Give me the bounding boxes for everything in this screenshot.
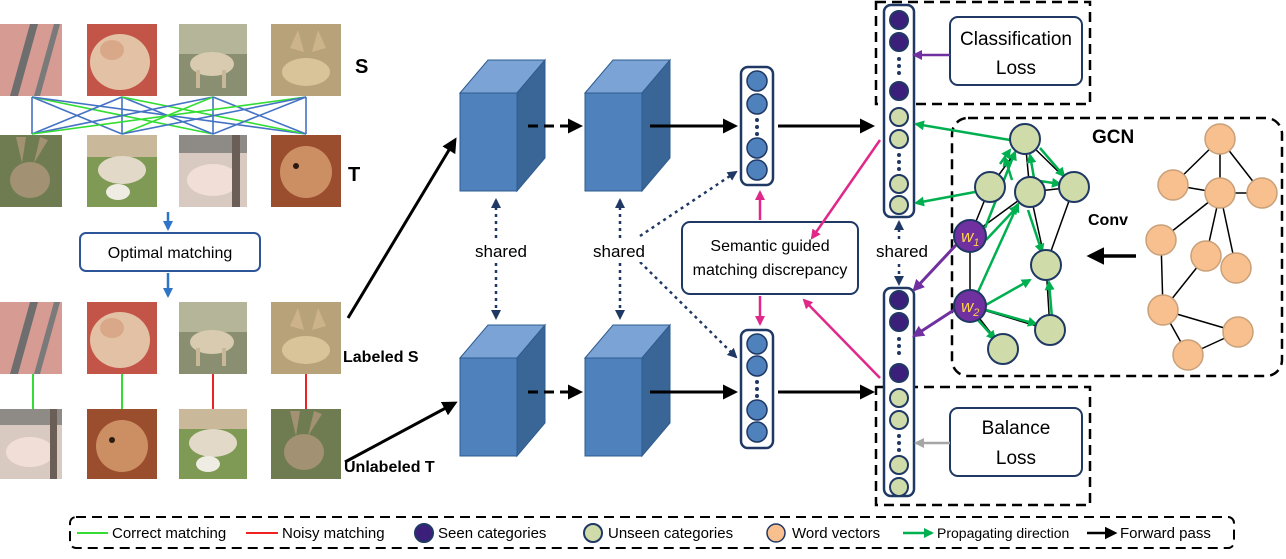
rabbit-photo — [0, 135, 62, 207]
seen-node-w1 — [953, 219, 987, 253]
cow-photo — [179, 24, 247, 96]
legend-box — [69, 516, 1235, 549]
w2-label: w2 — [961, 297, 979, 319]
classification-loss-line1: Classification — [960, 29, 1072, 50]
seen-node-w2 — [953, 289, 987, 323]
legend-unseen-swatch — [583, 523, 603, 543]
pig-photo — [0, 409, 62, 479]
shared-label-2: shared — [593, 242, 645, 261]
classification-loss-line2: Loss — [996, 58, 1036, 79]
cattle-photo — [179, 409, 247, 479]
purple-arrow-w2 — [911, 306, 958, 338]
conv-label: Conv — [1088, 212, 1128, 229]
legend: Correct matching Noisy matching Seen cat… — [69, 516, 1235, 549]
cnn-block-t-1 — [458, 323, 547, 458]
label-s: S — [355, 56, 368, 78]
w1-label: w1 — [961, 227, 979, 249]
gcn-region — [950, 116, 1284, 378]
legend-seen-swatch — [414, 523, 434, 543]
semantic-label-line2: matching discrepancy — [693, 262, 848, 279]
rabbit-photo — [271, 409, 341, 479]
semantic-label-line1: Semantic guided — [710, 238, 829, 255]
hamster-photo — [271, 135, 341, 207]
all-pairs-matching-lines — [31, 96, 307, 135]
gcn-label: GCN — [1092, 127, 1134, 148]
gcn-nodes — [953, 123, 1090, 365]
legend-word-label: Word vectors — [792, 525, 880, 542]
semantic-discrepancy-box — [681, 221, 859, 295]
fox-photo — [271, 302, 341, 374]
legend-unseen-label: Unseen categories — [608, 525, 733, 542]
shared-label-3: shared — [876, 242, 928, 261]
shared-label-1: shared — [475, 242, 527, 261]
dotted-arrow-to-vector-s — [639, 170, 738, 238]
pig-photo — [0, 24, 62, 96]
gcn-propagation-arrows — [914, 120, 1066, 341]
optimal-matching-label: Optimal matching — [108, 245, 233, 262]
classification-region — [874, 0, 1092, 106]
forward-arrow-t-in — [344, 401, 458, 464]
feature-vector-s — [739, 65, 775, 187]
label-labeled-s: Labeled S — [343, 349, 419, 366]
matched-pair-lines — [32, 374, 307, 409]
word-vector-nodes — [1145, 123, 1278, 371]
cow-photo — [179, 302, 247, 374]
balance-region — [874, 385, 1092, 507]
legend-word-swatch — [766, 523, 786, 543]
feature-vector-t — [739, 328, 775, 450]
legend-forward-label: Forward pass — [1120, 525, 1211, 542]
purple-arrow-w1 — [912, 242, 959, 292]
label-unlabeled-t: Unlabeled T — [344, 459, 435, 476]
cnn-block-t-2 — [583, 323, 672, 458]
legend-correct-label: Correct matching — [112, 525, 226, 542]
balance-loss-line2: Loss — [996, 448, 1036, 469]
classification-loss-box — [949, 16, 1083, 86]
dotted-arrow-to-vector-t — [639, 261, 738, 359]
classifier-vector-s — [882, 3, 916, 219]
photo-grid — [0, 24, 341, 479]
legend-noisy-label: Noisy matching — [282, 525, 385, 542]
label-t: T — [348, 164, 360, 186]
forward-arrow-s-in — [346, 137, 457, 319]
pink-arrow-from-bottom-classifier — [802, 298, 881, 379]
classifier-vector-t — [882, 286, 916, 498]
pig-photo — [0, 302, 62, 374]
balance-loss-line1: Balance — [982, 418, 1051, 439]
optimal-matching-box — [79, 232, 261, 272]
legend-seen-label: Seen categories — [438, 525, 546, 542]
pig-photo — [179, 135, 247, 207]
hamster-photo — [87, 409, 157, 479]
legend-propagating-label: Propagating direction — [937, 525, 1069, 541]
hamster-photo — [87, 302, 157, 374]
hamster-photo — [87, 24, 157, 96]
fox-photo — [271, 24, 341, 96]
cattle-photo — [87, 135, 157, 207]
pink-arrow-from-top-classifier — [810, 139, 882, 240]
